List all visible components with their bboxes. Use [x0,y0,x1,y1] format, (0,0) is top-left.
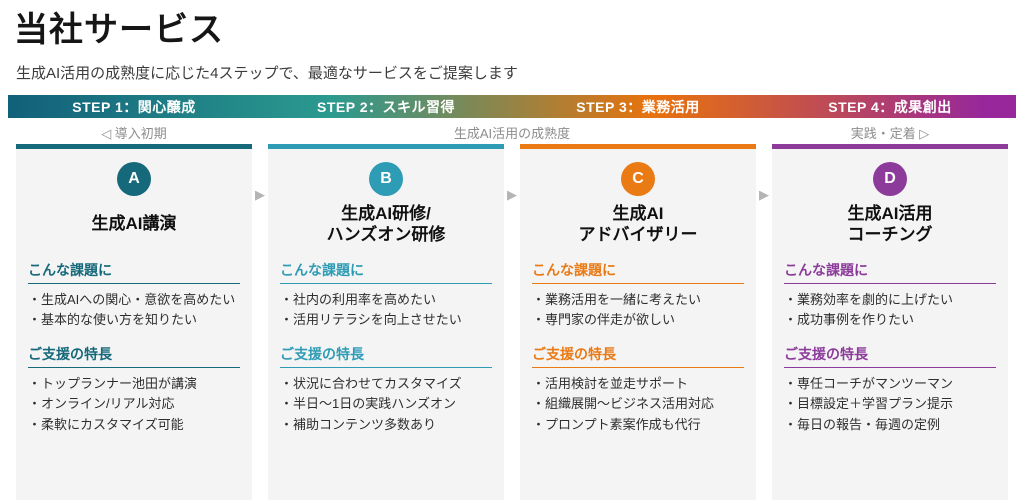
feature-list: ・状況に合わせてカスタマイズ ・半日〜1日の実践ハンズオン ・補助コンテンツ多数… [280,374,492,434]
section-heading-features: ご支援の特長 [784,344,996,369]
card-title: 生成AI活用 コーチング [772,202,1008,246]
card-title: 生成AI アドバイザリー [520,202,756,246]
card-body: こんな課題に ・業務効率を劇的に上げたい ・成功事例を作りたい ご支援の特長 ・… [772,260,1008,435]
axis-right-label: 実践・定着 ▷ [850,125,930,141]
card-gap: ▶ [252,144,268,500]
list-item: ・オンライン/リアル対応 [28,396,175,412]
step-badge-d: D [873,162,907,196]
step-badge-c: C [621,162,655,196]
list-item: ・毎日の報告・毎週の定例 [784,416,941,432]
step-label-2: STEP 2：スキル習得 [317,98,455,115]
axis-left-label: ◁ 導入初期 [101,125,167,141]
section-heading-features: ご支援の特長 [280,344,492,369]
card-gap: ▶ [504,144,520,500]
list-item: ・補助コンテンツ多数あり [280,416,437,432]
step-badge-b: B [369,162,403,196]
section-heading-challenges: こんな課題に [280,260,492,284]
list-item: ・目標設定＋学習プラン提示 [784,396,954,412]
feature-list: ・活用検討を並走サポート ・組織展開〜ビジネス活用対応 ・プロンプト素案作成も代… [532,374,744,434]
steps-bar: STEP 1：関心醸成 STEP 2：スキル習得 STEP 3：業務活用 STE… [8,95,1016,118]
service-card-c: C 生成AI アドバイザリー こんな課題に ・業務活用を一緒に考えたい ・専門家… [520,144,756,500]
service-card-a: A 生成AI講演 こんな課題に ・生成AIへの関心・意欲を高めたい ・基本的な使… [16,144,252,500]
list-item: ・専門家の伴走が欲しい [532,312,676,328]
list-item: ・基本的な使い方を知りたい [28,312,198,328]
step-label-1: STEP 1：関心醸成 [72,98,196,115]
list-item: ・業務活用を一緒に考えたい [532,292,702,307]
card-title-line: アドバイザリー [578,225,698,244]
list-item: ・生成AIへの関心・意欲を高めたい [28,292,236,307]
card-title-line: 生成AI研修/ [341,203,431,223]
card-title-line: ハンズオン研修 [326,225,446,244]
section-heading-features: ご支援の特長 [532,344,744,369]
feature-list: ・専任コーチがマンツーマン ・目標設定＋学習プラン提示 ・毎日の報告・毎週の定例 [784,374,996,434]
challenge-list: ・生成AIへの関心・意欲を高めたい ・基本的な使い方を知りたい [28,290,240,330]
card-body: こんな課題に ・業務活用を一緒に考えたい ・専門家の伴走が欲しい ご支援の特長 … [520,260,756,435]
arrow-right-icon: ▶ [507,187,517,202]
cards-row: A 生成AI講演 こんな課題に ・生成AIへの関心・意欲を高めたい ・基本的な使… [0,144,1024,500]
list-item: ・プロンプト素案作成も代行 [532,416,701,432]
list-item: ・トップランナー池田が講演 [28,376,198,392]
section-heading-challenges: こんな課題に [784,260,996,284]
card-body: こんな課題に ・社内の利用率を高めたい ・活用リテラシを向上させたい ご支援の特… [268,260,504,435]
section-heading-features: ご支援の特長 [28,344,240,369]
section-heading-challenges: こんな課題に [532,260,744,284]
list-item: ・業務効率を劇的に上げたい [784,292,954,307]
card-title-line: 生成AI活用 [847,203,933,223]
step-label-4: STEP 4：成果創出 [828,98,952,115]
list-item: ・活用リテラシを向上させたい [280,312,462,328]
list-item: ・専任コーチがマンツーマン [784,376,954,392]
axis-center-label: 生成AI活用の成熟度 [453,125,571,141]
card-body: こんな課題に ・生成AIへの関心・意欲を高めたい ・基本的な使い方を知りたい ご… [16,260,252,435]
list-item: ・活用検討を並走サポート [532,376,689,392]
service-card-b: B 生成AI研修/ ハンズオン研修 こんな課題に ・社内の利用率を高めたい ・活… [268,144,504,500]
list-item: ・状況に合わせてカスタマイズ [280,376,462,392]
arrow-right-icon: ▶ [759,187,769,202]
list-item: ・社内の利用率を高めたい [280,292,437,307]
card-title-line: 生成AI [612,203,664,223]
maturity-axis: ◁ 導入初期 生成AI活用の成熟度 実践・定着 ▷ [8,120,1016,144]
card-gap: ▶ [756,144,772,500]
feature-list: ・トップランナー池田が講演 ・オンライン/リアル対応 ・柔軟にカスタマイズ可能 [28,374,240,434]
step-label-3: STEP 3：業務活用 [576,98,700,115]
card-title: 生成AI研修/ ハンズオン研修 [268,202,504,246]
list-item: ・成功事例を作りたい [784,312,915,328]
service-card-d: D 生成AI活用 コーチング こんな課題に ・業務効率を劇的に上げたい ・成功事… [772,144,1008,500]
challenge-list: ・社内の利用率を高めたい ・活用リテラシを向上させたい [280,290,492,330]
card-title-line: 生成AI講演 [91,214,177,234]
challenge-list: ・業務活用を一緒に考えたい ・専門家の伴走が欲しい [532,290,744,330]
list-item: ・半日〜1日の実践ハンズオン [280,396,456,412]
card-title-line: コーチング [847,225,933,244]
list-item: ・組織展開〜ビジネス活用対応 [532,396,715,412]
step-badge-a: A [117,162,151,196]
list-item: ・柔軟にカスタマイズ可能 [28,416,184,432]
challenge-list: ・業務効率を劇的に上げたい ・成功事例を作りたい [784,290,996,330]
page-title: 当社サービス [14,11,224,49]
page-subtitle: 生成AI活用の成熟度に応じた4ステップで、最適なサービスをご提案します [16,65,518,82]
section-heading-challenges: こんな課題に [28,260,240,284]
card-title: 生成AI講演 [16,202,252,246]
arrow-right-icon: ▶ [255,187,265,202]
